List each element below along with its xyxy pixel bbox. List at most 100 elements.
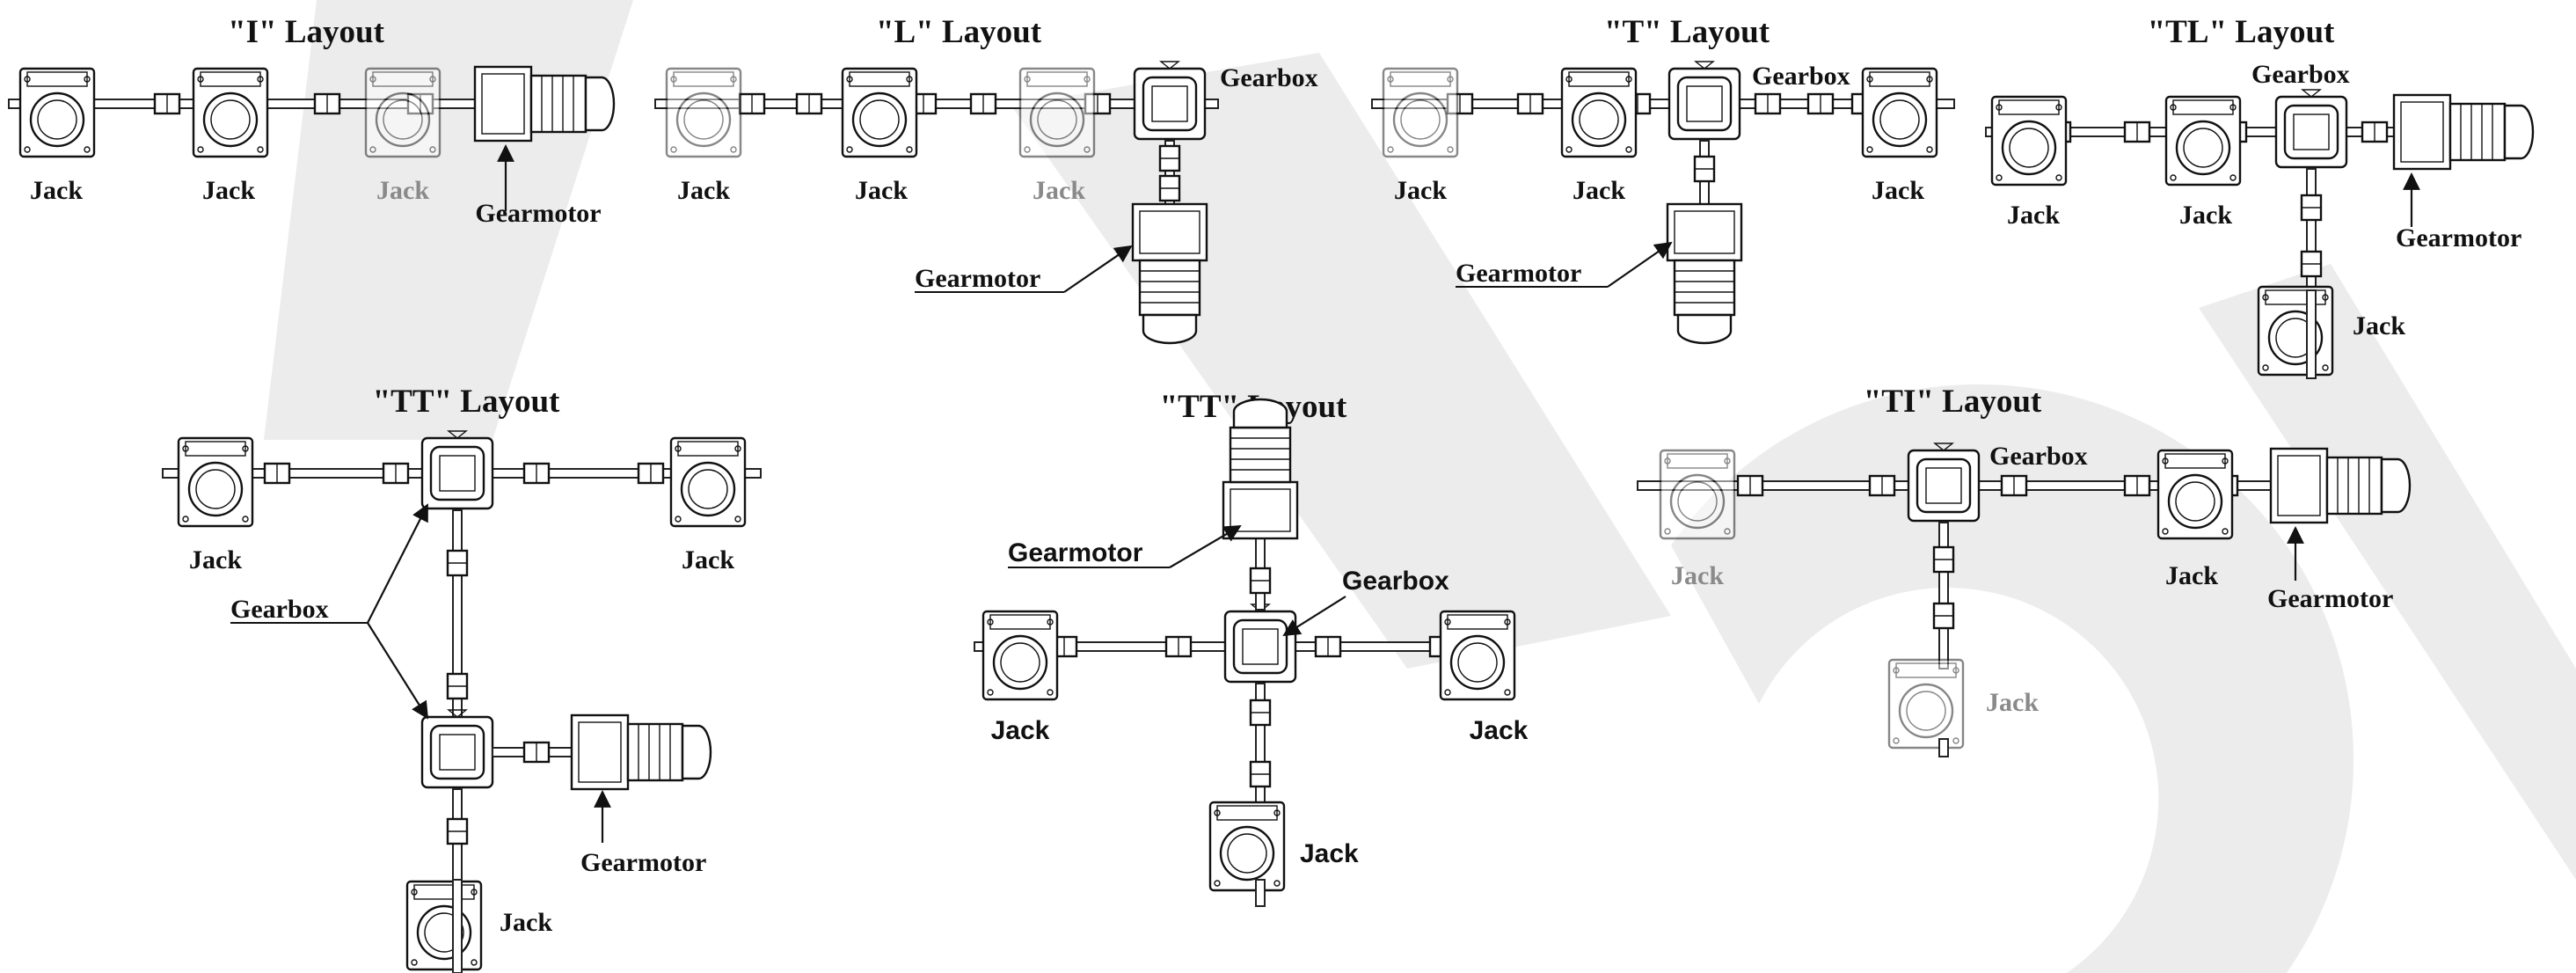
jack-icon (982, 610, 1059, 701)
jack-icon (1439, 610, 1516, 701)
coupling (382, 462, 410, 485)
shaft (2306, 289, 2317, 379)
gearmotor-label: Gearmotor (580, 848, 706, 877)
layout-title: "TI" Layout (1864, 384, 2042, 420)
coupling (1314, 635, 1342, 658)
coupling (1249, 567, 1272, 595)
jack-icon (1659, 449, 1736, 540)
coupling (2123, 121, 2151, 143)
jack-label: Jack (2353, 311, 2405, 340)
jack-label: Jack (202, 176, 255, 205)
coupling (1516, 92, 1544, 115)
jack-label: Jack (1033, 176, 1085, 205)
coupling (1693, 155, 1716, 183)
jack-label: Jack (855, 176, 908, 205)
jack-icon (177, 436, 254, 528)
gearbox-icon (420, 709, 494, 789)
coupling (969, 92, 997, 115)
layout-title: "TL" Layout (2148, 14, 2335, 50)
jack-icon (405, 880, 483, 971)
layout-title: "TT" Layout (373, 384, 560, 420)
jack-icon (192, 67, 269, 158)
jack-label: Jack (1300, 839, 1359, 868)
layout-title: "I" Layout (228, 14, 384, 50)
coupling (446, 549, 469, 577)
coupling (1806, 92, 1835, 115)
shaft (452, 879, 463, 973)
jack-icon (2156, 449, 2234, 540)
coupling (1158, 144, 1181, 172)
leader-arrow (367, 503, 428, 624)
gearbox-icon (1133, 61, 1207, 141)
jack-label: Jack (682, 545, 734, 574)
gearmotor-label: Gearmotor (2396, 223, 2521, 252)
jack-icon (2257, 285, 2334, 377)
coupling (1249, 760, 1272, 788)
gearmotor-label: Gearmotor (915, 264, 1040, 293)
jack-label: Jack (189, 545, 242, 574)
jack-icon (1018, 67, 1096, 158)
gearmotor-icon (2269, 447, 2412, 524)
coupling (738, 92, 766, 115)
jack-icon (1887, 658, 1965, 750)
coupling (153, 92, 181, 115)
layout-title: "L" Layout (876, 14, 1042, 50)
leader-arrow (1169, 524, 1242, 568)
jack-label: Jack (500, 908, 552, 937)
gearbox-icon (420, 430, 494, 510)
shaft (1938, 738, 1949, 757)
coupling (1754, 92, 1782, 115)
jack-label: Jack (2007, 201, 2060, 230)
coupling (1932, 602, 1955, 630)
jack-icon (18, 67, 96, 158)
jack-label: Jack (376, 176, 429, 205)
jack-label: Jack (2165, 561, 2218, 590)
shaft (1371, 99, 1955, 109)
gearmotor-label: Gearmotor (1008, 538, 1143, 567)
gearmotor-icon (1131, 202, 1208, 345)
jack-label: Jack (1986, 688, 2039, 717)
jack-icon (1382, 67, 1459, 158)
coupling (446, 817, 469, 845)
jack-icon (364, 67, 441, 158)
coupling (1164, 635, 1193, 658)
coupling (2000, 474, 2028, 497)
jack-label: Jack (2179, 201, 2232, 230)
shaft (1938, 522, 1949, 669)
layout-title: "T" Layout (1604, 14, 1770, 50)
coupling (1868, 474, 1896, 497)
coupling (1736, 474, 1764, 497)
gearbox-label: Gearbox (2251, 60, 2350, 89)
coupling (1158, 174, 1181, 202)
shaft (1255, 879, 1266, 907)
jack-label: Jack (677, 176, 730, 205)
gearmotor-label: Gearmotor (2267, 584, 2393, 613)
gearmotor-icon (570, 713, 712, 791)
leader-arrow (1282, 596, 1346, 637)
leader-arrow (1063, 245, 1133, 293)
coupling (795, 92, 823, 115)
coupling (522, 462, 551, 485)
jack-label: Jack (1671, 561, 1724, 590)
coupling (522, 741, 551, 764)
coupling (637, 462, 665, 485)
jack-label: Jack (1394, 176, 1447, 205)
jack-label: Jack (991, 716, 1050, 745)
gearbox-icon (1223, 604, 1297, 684)
coupling (1249, 699, 1272, 727)
gearbox-label: Gearbox (1989, 442, 2088, 471)
coupling (2361, 121, 2389, 143)
coupling (263, 462, 291, 485)
gearbox-label: Gearbox (1220, 63, 1318, 92)
jack-label: Jack (1470, 716, 1529, 745)
jack-icon (841, 67, 918, 158)
coupling (446, 672, 469, 700)
